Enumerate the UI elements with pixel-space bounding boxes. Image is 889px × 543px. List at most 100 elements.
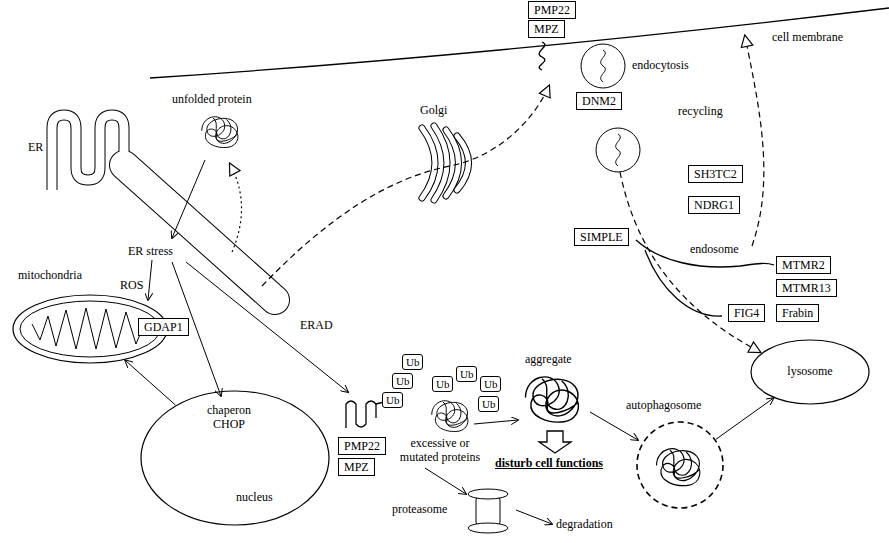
text-label: ROS xyxy=(120,278,143,292)
text-label: ER stress xyxy=(128,244,173,258)
golgi-outline xyxy=(422,128,435,198)
proteasome-cap xyxy=(468,523,508,533)
mitochondria-cristae xyxy=(32,308,146,349)
node-text: Ub xyxy=(396,375,409,387)
ubiquitin-tag: Ub xyxy=(480,376,501,392)
proteasome-complex-outline xyxy=(462,488,514,534)
node-text: Ub xyxy=(484,378,497,390)
node-text: MPZ xyxy=(344,460,369,474)
proteasome-complex: proteasome xyxy=(392,486,520,538)
golgi-lumen xyxy=(457,136,469,190)
vesicle-protein xyxy=(601,50,606,82)
text-label: degradation xyxy=(556,517,613,531)
protein-box: MPZ xyxy=(528,20,565,38)
protein-box: MPZ xyxy=(338,458,375,476)
golgi-lumen xyxy=(434,126,447,200)
er-fold-lumen xyxy=(52,115,124,190)
protein-box: SIMPLE xyxy=(574,228,629,246)
endocytic-vesicle xyxy=(596,128,640,172)
autophagosome-content xyxy=(657,449,700,486)
node-text: Frabin xyxy=(782,306,813,320)
node-text: Ub xyxy=(482,398,495,410)
arrow-connector xyxy=(716,398,774,439)
vesicle-protein xyxy=(616,134,621,166)
arrow-connector xyxy=(125,360,175,405)
text-label: disturb cell functions xyxy=(495,456,603,470)
protein-box: SH3TC2 xyxy=(688,165,743,183)
autophagosome-vesicle-border xyxy=(637,422,723,508)
arrow-line xyxy=(590,412,638,440)
text-label: unfolded protein xyxy=(172,92,252,106)
ubiquitin-tag: Ub xyxy=(392,373,413,389)
text-label: ER xyxy=(28,140,43,154)
text-label: aggregate xyxy=(525,352,572,366)
autophagosome-vesicle-outline xyxy=(636,421,724,509)
node-text: nucleus xyxy=(236,490,273,504)
ubiquitin-tag: Ub xyxy=(382,392,403,408)
text-label: cell membrane xyxy=(772,30,843,44)
cell-membrane-line xyxy=(150,8,889,78)
text-label: endocytosis xyxy=(632,58,689,72)
arrow-line xyxy=(172,160,205,238)
node-text: SH3TC2 xyxy=(694,167,737,181)
autophagosome-vesicle: autophagosome xyxy=(622,398,740,510)
node-text: Ub xyxy=(436,378,449,390)
node-text: GDAP1 xyxy=(144,320,183,334)
arrow-line xyxy=(425,468,466,494)
ubiquitin-tag: Ub xyxy=(478,396,499,412)
node-text: mitochondria xyxy=(18,268,82,282)
golgi-outline xyxy=(434,126,447,200)
protein-box: PMP22 xyxy=(338,437,386,455)
node-text: PMP22 xyxy=(534,3,570,17)
lysosome-organelle-border xyxy=(751,340,869,404)
endosome-membrane xyxy=(645,250,722,316)
node-text: DNM2 xyxy=(582,94,616,108)
node-text: PMP22 xyxy=(344,439,380,453)
misfolded-protein-tangle xyxy=(432,401,468,432)
node-text: Ub xyxy=(460,368,473,380)
node-text: SIMPLE xyxy=(580,230,623,244)
protein-box: MTMR2 xyxy=(776,256,831,274)
arrow-line xyxy=(474,420,518,424)
hollow-down-arrow xyxy=(539,431,571,453)
golgi-outline xyxy=(457,136,469,190)
aggregate-tangle xyxy=(526,377,579,422)
node-text: FIG4 xyxy=(734,306,759,320)
node-text: Ub xyxy=(406,356,419,368)
endocytic-vesicle xyxy=(581,44,625,88)
node-text: Ub xyxy=(386,394,399,406)
protein-box: Frabin xyxy=(776,304,819,322)
node-text: lysosome xyxy=(750,364,870,378)
node-text: MTMR13 xyxy=(782,281,831,295)
nucleus-organelle: chaperon CHOP nucleus xyxy=(140,390,330,526)
text-label: ERAD xyxy=(300,318,333,332)
protein-box: PMP22 xyxy=(528,1,576,19)
secretory-dashed-arrow xyxy=(262,86,549,286)
ubiquitin-tag: Ub xyxy=(432,376,453,392)
er-shape xyxy=(52,115,275,300)
protein-box: NDRG1 xyxy=(688,196,740,214)
node-text: proteasome xyxy=(392,502,447,516)
erad-arrow xyxy=(186,262,348,392)
er-fold-outline xyxy=(52,115,124,190)
node-text: MPZ xyxy=(534,22,559,36)
mutated-membrane-protein xyxy=(346,401,384,428)
text-label: Golgi xyxy=(420,103,447,117)
ubiquitin-tag: Ub xyxy=(402,354,423,370)
node-text: MTMR2 xyxy=(782,258,825,272)
golgi-lumen xyxy=(422,128,435,198)
node-text: autophagosome xyxy=(626,398,701,412)
golgi-stack xyxy=(422,126,469,200)
recycling-dashed-arrow xyxy=(745,36,764,246)
protein-box: GDAP1 xyxy=(138,318,189,336)
protein-box: DNM2 xyxy=(576,92,622,110)
node-text: NDRG1 xyxy=(694,198,734,212)
protein-box: FIG4 xyxy=(728,304,765,322)
node-text: chaperon CHOP xyxy=(198,403,260,431)
text-label: endosome xyxy=(690,242,739,256)
er-tube-lumen xyxy=(124,165,275,300)
text-label: excessive or mutated proteins xyxy=(390,436,490,464)
text-label: recycling xyxy=(678,104,723,118)
endocytosis-dashed-arrow xyxy=(620,172,760,352)
